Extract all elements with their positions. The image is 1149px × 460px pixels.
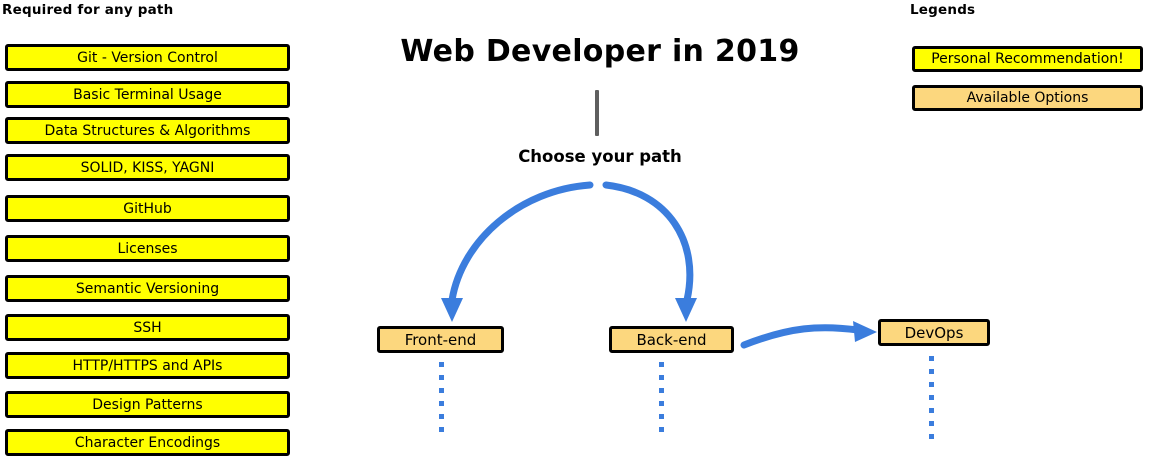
required-item-label: Git - Version Control	[77, 49, 218, 66]
path-box-label: Front-end	[404, 330, 477, 349]
required-item-solid-kiss-yagni[interactable]: SOLID, KISS, YAGNI	[5, 154, 290, 181]
page-title: Web Developer in 2019	[400, 34, 800, 69]
required-item-github[interactable]: GitHub	[5, 195, 290, 222]
required-item-label: SOLID, KISS, YAGNI	[80, 159, 215, 176]
required-item-data-structures-algorithms[interactable]: Data Structures & Algorithms	[5, 117, 290, 144]
legend-item-label: Personal Recommendation!	[931, 51, 1124, 67]
title-connector-line	[595, 90, 599, 136]
legends-section-heading: Legends	[910, 2, 976, 18]
legend-item-available-options: Available Options	[912, 85, 1143, 111]
path-box-back-end[interactable]: Back-end	[609, 326, 734, 353]
path-box-label: DevOps	[904, 323, 964, 342]
arrow-choose-to-backend	[602, 181, 694, 304]
required-item-label: Licenses	[117, 240, 178, 257]
dotted-trail-front-end	[439, 362, 444, 440]
dotted-trail-devops	[929, 356, 934, 447]
required-item-semantic-versioning[interactable]: Semantic Versioning	[5, 275, 290, 302]
arrow-backend-to-devops	[740, 324, 862, 349]
path-box-devops[interactable]: DevOps	[878, 319, 990, 346]
required-item-label: Character Encodings	[74, 434, 221, 451]
required-item-label: GitHub	[123, 200, 172, 217]
path-box-front-end[interactable]: Front-end	[377, 326, 504, 353]
required-item-label: Data Structures & Algorithms	[44, 122, 251, 139]
required-item-ssh[interactable]: SSH	[5, 314, 290, 341]
arrowhead-frontend	[441, 298, 463, 322]
required-item-http-https-and-apis[interactable]: HTTP/HTTPS and APIs	[5, 352, 290, 379]
legend-item-label: Available Options	[966, 90, 1089, 106]
arrow-choose-to-frontend	[448, 181, 594, 304]
required-item-label: SSH	[133, 319, 162, 336]
required-item-design-patterns[interactable]: Design Patterns	[5, 391, 290, 418]
required-item-label: Design Patterns	[92, 396, 203, 413]
required-item-label: HTTP/HTTPS and APIs	[72, 357, 223, 374]
required-item-git-version-control[interactable]: Git - Version Control	[5, 44, 290, 71]
arrowhead-devops	[853, 321, 877, 342]
required-item-label: Semantic Versioning	[75, 280, 220, 297]
path-box-label: Back-end	[636, 330, 707, 349]
dotted-trail-back-end	[659, 362, 664, 440]
legend-item-personal-recommendation: Personal Recommendation!	[912, 46, 1143, 72]
required-item-licenses[interactable]: Licenses	[5, 235, 290, 262]
required-item-basic-terminal-usage[interactable]: Basic Terminal Usage	[5, 81, 290, 108]
required-item-character-encodings[interactable]: Character Encodings	[5, 429, 290, 456]
choose-path-label: Choose your path	[518, 147, 682, 166]
required-item-label: Basic Terminal Usage	[73, 86, 222, 103]
arrowhead-backend	[675, 298, 697, 322]
required-section-heading: Required for any path	[2, 2, 174, 18]
